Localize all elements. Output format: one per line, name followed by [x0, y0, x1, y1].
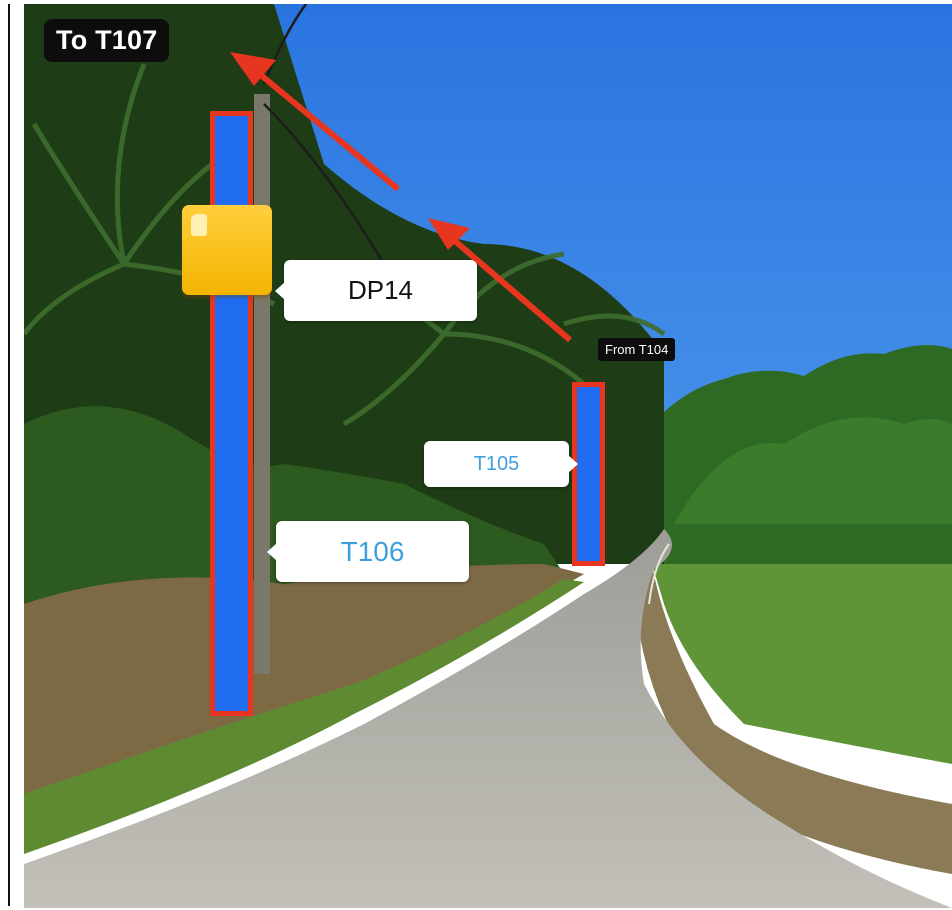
left-border-line — [8, 4, 10, 906]
callout-t105-text: T105 — [473, 452, 520, 475]
right-grass — [652, 564, 952, 764]
wire-1 — [263, 103, 386, 265]
to-label: To T107 — [44, 19, 170, 62]
right-hedge-highlight — [674, 417, 952, 524]
yellow-square-icon — [182, 205, 272, 295]
annotated-photo: To T107 From T104 DP14 T105 T106 — [24, 4, 952, 908]
pole-marker-t105 — [572, 382, 605, 566]
callout-t106-text: T106 — [340, 535, 405, 567]
from-label: From T104 — [598, 338, 676, 361]
callout-tail — [275, 281, 285, 300]
red-arrow-icon — [230, 52, 572, 343]
right-dry-verge — [634, 564, 952, 874]
callout-tail — [568, 455, 578, 473]
callout-dp14-text: DP14 — [347, 275, 414, 305]
dp-box-shine — [191, 214, 207, 236]
wire-2 — [262, 4, 308, 85]
road — [24, 529, 952, 908]
callout-tail — [267, 542, 277, 561]
callout-dp14: DP14 — [275, 260, 477, 321]
utility-pole — [254, 94, 270, 674]
pole-marker-t106 — [210, 111, 253, 716]
left-grass-strip — [24, 579, 584, 854]
callout-t105: T105 — [424, 441, 578, 487]
callout-t106: T106 — [267, 521, 469, 582]
road-edge-line — [648, 543, 670, 605]
